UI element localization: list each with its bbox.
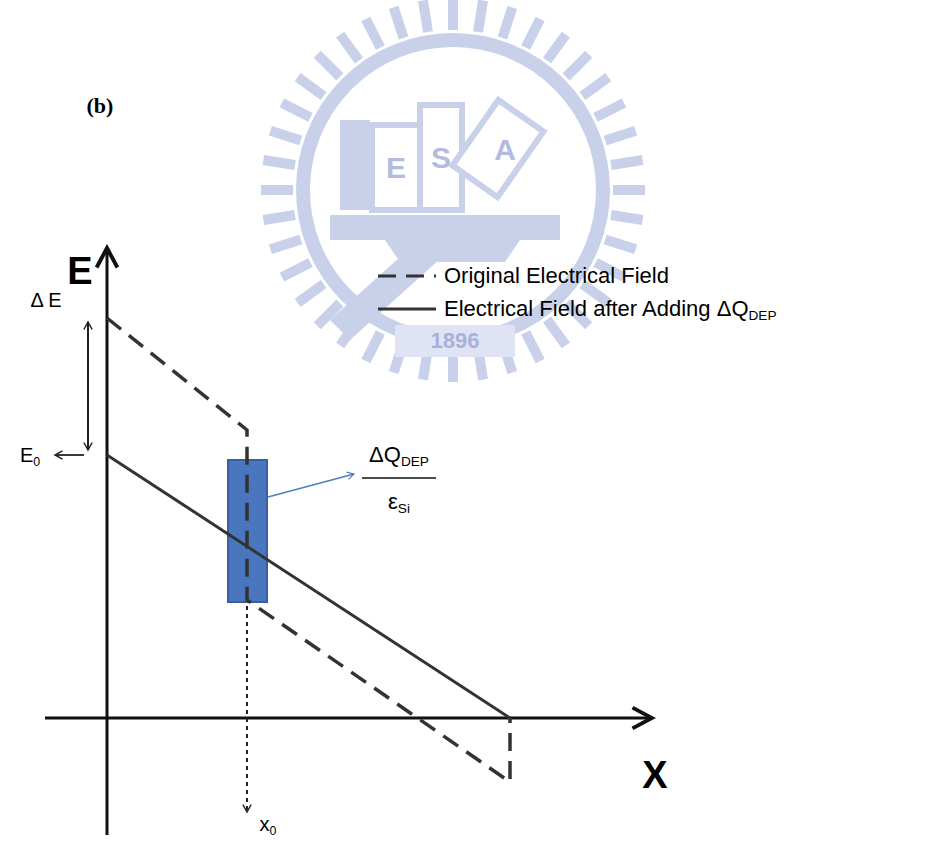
original-field-line [107, 318, 510, 782]
watermark-letter: S [431, 141, 451, 176]
delta-label: Δ E [30, 289, 61, 312]
legend-sample [378, 308, 436, 311]
x-axis [45, 717, 652, 720]
axis-label: X [642, 754, 667, 798]
axis-label: E [67, 250, 92, 294]
watermark-letter: A [494, 133, 516, 168]
value-label: E0 [20, 444, 40, 467]
position-label: x0 [260, 813, 277, 836]
callout-leader [268, 474, 354, 497]
x0-pointer [246, 606, 248, 812]
legend-text: Electrical Field after Adding ΔQDEP [444, 296, 777, 321]
fraction-denominator: εSi [388, 489, 410, 514]
fraction-bar [362, 477, 436, 479]
watermark-logo [261, 0, 645, 382]
e-axis [106, 248, 109, 835]
e0-pointer [55, 454, 84, 456]
new-field-line [107, 455, 510, 718]
fraction-numerator: ΔQDEP [369, 442, 429, 467]
legend-sample [378, 275, 436, 278]
watermark-text: 1896 [431, 328, 480, 353]
watermark-letter: E [386, 151, 406, 186]
legend-text: Original Electrical Field [444, 263, 669, 288]
panel-label: (b) [87, 93, 114, 118]
delta-e-arrow [87, 322, 89, 450]
